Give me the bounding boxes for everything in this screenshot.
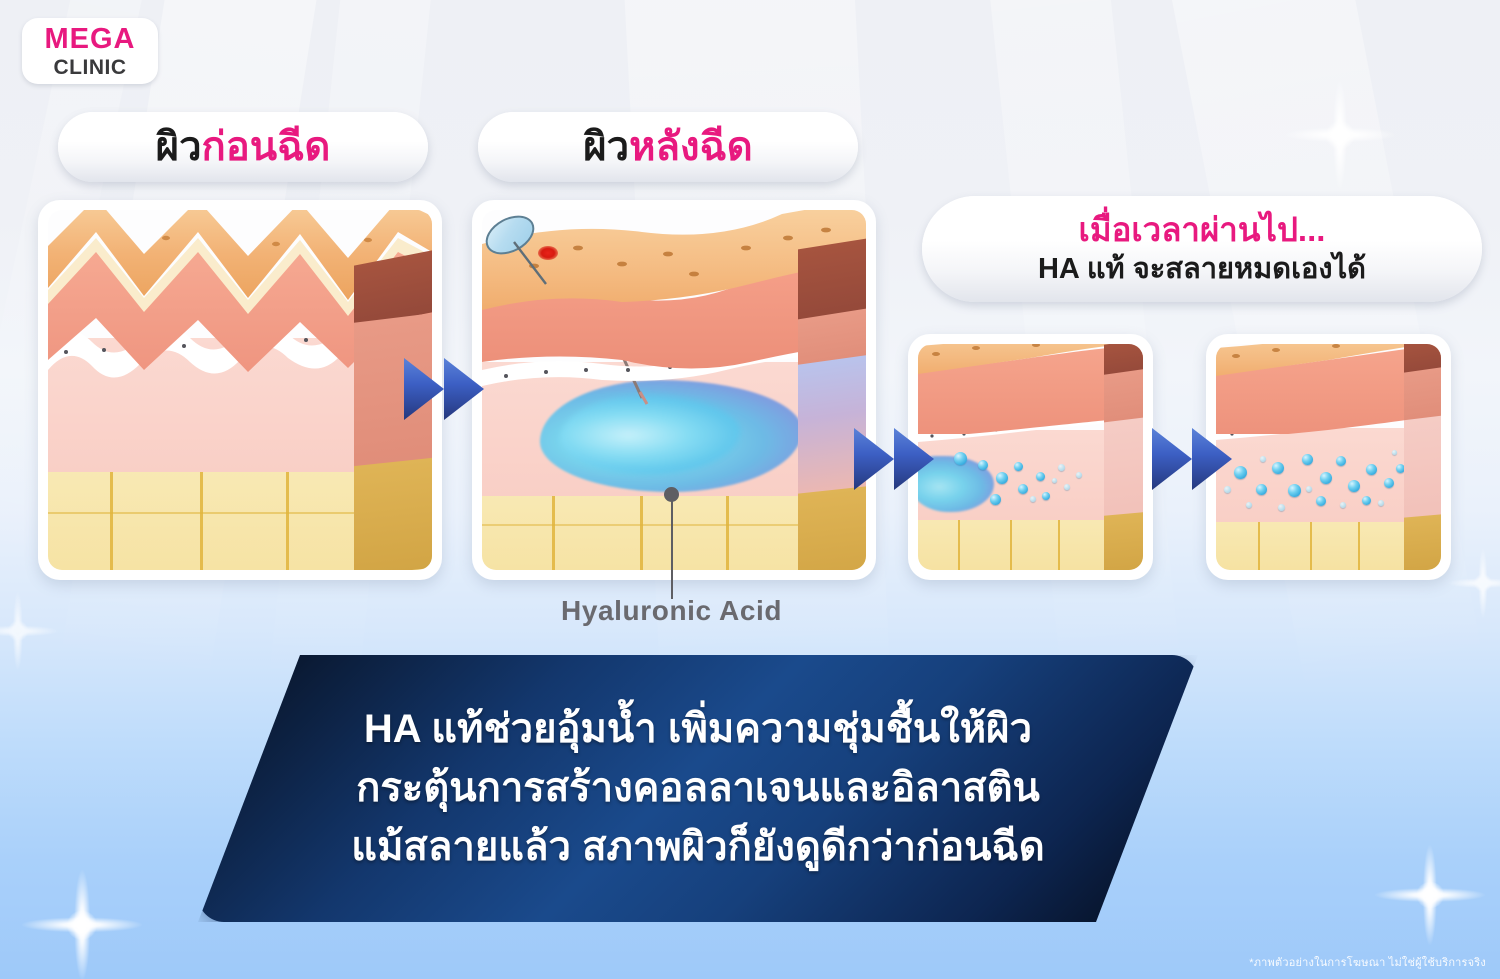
ha-droplet (1260, 456, 1266, 462)
ha-droplet (1362, 496, 1371, 505)
chevron-right-icon (894, 428, 934, 490)
ha-droplet (1340, 502, 1346, 508)
smooth-epidermis (1216, 344, 1441, 434)
ha-droplet (1288, 484, 1301, 497)
logo-text-mega: MEGA (44, 22, 136, 55)
ha-droplet (1014, 462, 1023, 471)
summary-banner: HA แท้ช่วยอุ้มน้ำ เพิ่มความชุ่มชื้นให้ผิ… (198, 655, 1198, 922)
chevron-right-icon (404, 358, 444, 420)
label-skin-before-injection: ผิวก่อนฉีด (58, 112, 428, 182)
label-over-time: เมื่อเวลาผ่านไป... HA แท้ จะสลายหมดเองได… (922, 196, 1482, 302)
ha-droplet (1366, 464, 1377, 475)
callout-dot-icon (664, 487, 679, 502)
ha-droplet (978, 460, 988, 470)
ha-droplet (1052, 478, 1057, 483)
label-prefix: ผิว (583, 124, 630, 169)
ha-droplet (1272, 462, 1284, 474)
ha-droplet (1396, 464, 1405, 473)
hyaluronic-acid-gel-core (560, 396, 740, 474)
panel-ha-dissolved (1206, 334, 1451, 580)
over-time-subline: HA แท้ จะสลายหมดเองได้ (1037, 253, 1367, 286)
chevron-right-icon (444, 358, 484, 420)
panel-after-injection (472, 200, 876, 580)
ha-droplet (1058, 464, 1065, 471)
smooth-epidermis (482, 210, 866, 369)
ha-droplet (1392, 450, 1397, 455)
syringe-needle-icon (513, 241, 547, 285)
chevron-right-icon (1192, 428, 1232, 490)
wrinkled-epidermis (48, 210, 432, 372)
ha-droplet (1348, 480, 1360, 492)
sparkle-icon (0, 592, 58, 670)
logo-text-clinic: CLINIC (53, 55, 127, 79)
sparkle-icon (22, 870, 142, 979)
smooth-epidermis (918, 344, 1143, 434)
sparkle-icon (1448, 548, 1500, 618)
banner-line-3: แม้สลายแล้ว สภาพผิวก็ยังดูดีกว่าก่อนฉีด (351, 825, 1045, 870)
injection-point (538, 246, 558, 260)
label-skin-after-injection: ผิวหลังฉีด (478, 112, 858, 182)
ha-droplet (1042, 492, 1050, 500)
ha-droplet (954, 452, 967, 465)
banner-line-2: กระตุ้นการสร้างคอลลาเจนและอิลาสติน (356, 765, 1040, 810)
label-prefix: ผิว (155, 124, 202, 169)
arrow-panel3-to-panel4 (1152, 428, 1232, 490)
ha-droplet (1076, 472, 1082, 478)
over-time-headline: เมื่อเวลาผ่านไป... (1078, 211, 1326, 249)
ha-droplet (1378, 500, 1384, 506)
ha-droplet (1224, 486, 1231, 493)
ha-droplet (1320, 472, 1332, 484)
sparkle-icon (1285, 80, 1395, 190)
ha-droplet (1018, 484, 1028, 494)
banner-line-1: HA แท้ช่วยอุ้มน้ำ เพิ่มความชุ่มชื้นให้ผิ… (363, 706, 1033, 751)
ha-droplet (1336, 456, 1346, 466)
panel-before-injection (38, 200, 442, 580)
ha-droplet (1306, 486, 1312, 492)
ha-droplet (1036, 472, 1045, 481)
brand-logo[interactable]: MEGA CLINIC (22, 18, 158, 84)
panel-ha-breaking-down (908, 334, 1153, 580)
ha-droplet (1384, 478, 1394, 488)
skin-cross-section-dissolved (1216, 344, 1441, 570)
ha-droplet (990, 494, 1001, 505)
chevron-right-icon (854, 428, 894, 490)
ha-droplet (1256, 484, 1267, 495)
ha-droplet (1030, 496, 1036, 502)
footer-disclaimer: *ภาพตัวอย่างในการโฆษณา ไม่ใช่ผู้ใช้บริกา… (1249, 957, 1486, 969)
skin-cross-section-filled (482, 210, 866, 570)
ha-droplet (996, 472, 1008, 484)
ha-droplet (1316, 496, 1326, 506)
label-highlight: หลังฉีด (629, 124, 753, 169)
skin-cross-section-wrinkled (48, 210, 432, 570)
sparkle-icon (1375, 845, 1485, 945)
hyaluronic-acid-label: Hyaluronic Acid (561, 595, 783, 626)
arrow-panel1-to-panel2 (404, 358, 484, 420)
label-highlight: ก่อนฉีด (201, 124, 331, 169)
ha-droplet (1064, 484, 1070, 490)
skin-cross-section-breaking-down (918, 344, 1143, 570)
ha-droplet (1234, 466, 1247, 479)
callout-leader-line (671, 501, 673, 599)
ha-droplet (1246, 502, 1252, 508)
arrow-panel2-to-panel3 (854, 428, 934, 490)
ha-droplet (1302, 454, 1313, 465)
chevron-right-icon (1152, 428, 1192, 490)
ha-droplet (1278, 504, 1285, 511)
